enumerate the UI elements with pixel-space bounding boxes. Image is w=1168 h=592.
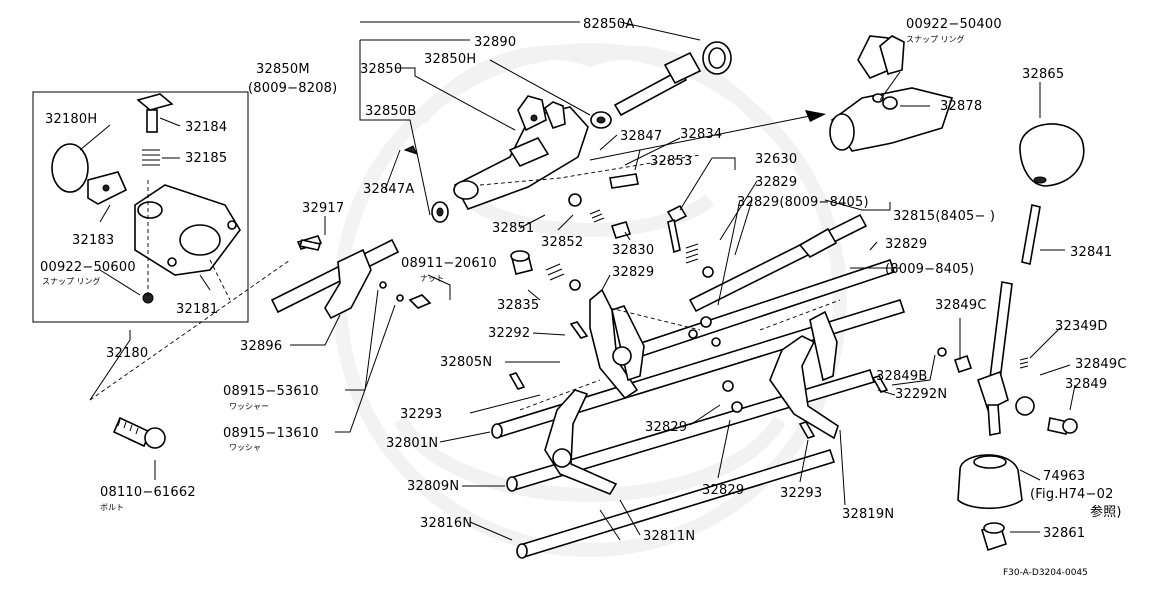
yoke-32878 [829,35,954,152]
label-32835: 32835 [497,298,539,313]
label-32801n: 32801N [386,436,438,451]
label-32896: 32896 [240,339,282,354]
fork-32805n [589,288,645,400]
label-32849b: 32849B [876,369,927,384]
label-32185: 32185 [185,151,227,166]
label-fig-h74-02: (Fig.H74−02 [1030,487,1114,502]
label-32849c-b: 32849C [1075,357,1127,372]
label-32816n: 32816N [420,516,472,531]
label-32180: 32180 [106,346,148,361]
label-32829-8009: 32829(8009−8405) [737,195,869,210]
label-08915-13610: 08915−13610 [223,426,319,441]
label-32180h: 32180H [45,112,97,127]
label-32184: 32184 [185,120,227,135]
label-32809n: 32809N [407,479,459,494]
label-32815: 32815(8405− ) [893,209,995,224]
label-00922-50600-sub: スナップ リング [42,276,101,286]
label-08915-53610: 08915−53610 [223,384,319,399]
label-32183: 32183 [72,233,114,248]
bolt-08110 [112,416,166,449]
label-32829-a: 32829 [755,175,797,190]
label-08915-13610-sub: ワッシャ [229,443,261,452]
label-32917: 32917 [302,201,344,216]
pin-32184 [146,109,158,133]
label-32829-e: 32829 [702,483,744,498]
label-32811n: 32811N [643,529,695,544]
label-32847a: 32847A [363,182,414,197]
fork-32819n [769,310,839,440]
detent-balls [298,173,889,439]
label-32834: 32834 [680,127,722,142]
leader-lines [79,21,1076,541]
label-08911-sub: ナット [420,274,444,283]
label-08915-53610-sub: ワッシャー [229,402,269,411]
label-00922-50400-sub: スナップ リング [906,34,965,44]
label-32841: 32841 [1070,245,1112,260]
label-32852: 32852 [541,235,583,250]
label-reference: 参照) [1090,504,1122,520]
label-32829-c: 32829 [612,265,654,280]
label-32293-b: 32293 [780,486,822,501]
label-32819n: 32819N [842,507,894,522]
label-32853: 32853 [650,154,692,169]
shift-lever [937,281,1078,552]
label-32850h: 32850H [424,52,476,67]
label-32830: 32830 [612,243,654,258]
label-00922-50400: 00922−50400 [906,17,1002,32]
label-32829-d: 32829 [645,420,687,435]
label-00922-50600: 00922−50600 [40,260,136,275]
label-32849c-a: 32849C [935,298,987,313]
label-32850m: 32850M [256,62,310,77]
label-32849: 32849 [1065,377,1107,392]
label-32865: 32865 [1022,67,1064,82]
part-labels: 82850A 32890 32850M (8009−8208) 32850 32… [40,17,1127,578]
shift-rods [491,213,906,559]
label-32630: 32630 [755,152,797,167]
label-32829-b: 32829 [885,237,927,252]
label-08110-61662: 08110−61662 [100,485,196,500]
label-08110-sub: ボルト [100,503,124,512]
inset-box [32,91,249,323]
label-32851: 32851 [492,221,534,236]
label-32850: 32850 [360,62,402,77]
label-32850b: 32850B [365,104,416,119]
fork-32811n [544,389,618,495]
label-32349d: 32349D [1055,319,1108,334]
label-32292n: 32292N [895,387,947,402]
label-32847: 32847 [620,129,662,144]
label-32293-a: 32293 [400,407,442,422]
label-8009-8208: (8009−8208) [248,81,337,96]
snap-ring-32180h [51,143,89,193]
cap-32184 [136,93,174,111]
label-32181: 32181 [176,302,218,317]
label-32805n: 32805N [440,355,492,370]
label-82850a: 82850A [583,17,634,32]
label-32292: 32292 [488,326,530,341]
shift-knob-32865 [1019,123,1085,265]
label-32878: 32878 [940,99,982,114]
label-74963: 74963 [1043,469,1085,484]
label-32890: 32890 [474,35,516,50]
diagram-code: F30-A-D3204-0045 [1003,568,1088,578]
label-8009-8405: (8009−8405) [885,262,974,277]
label-08911-20610: 08911−20610 [401,256,497,271]
label-32861: 32861 [1043,526,1085,541]
remote-control-32850 [403,41,826,223]
